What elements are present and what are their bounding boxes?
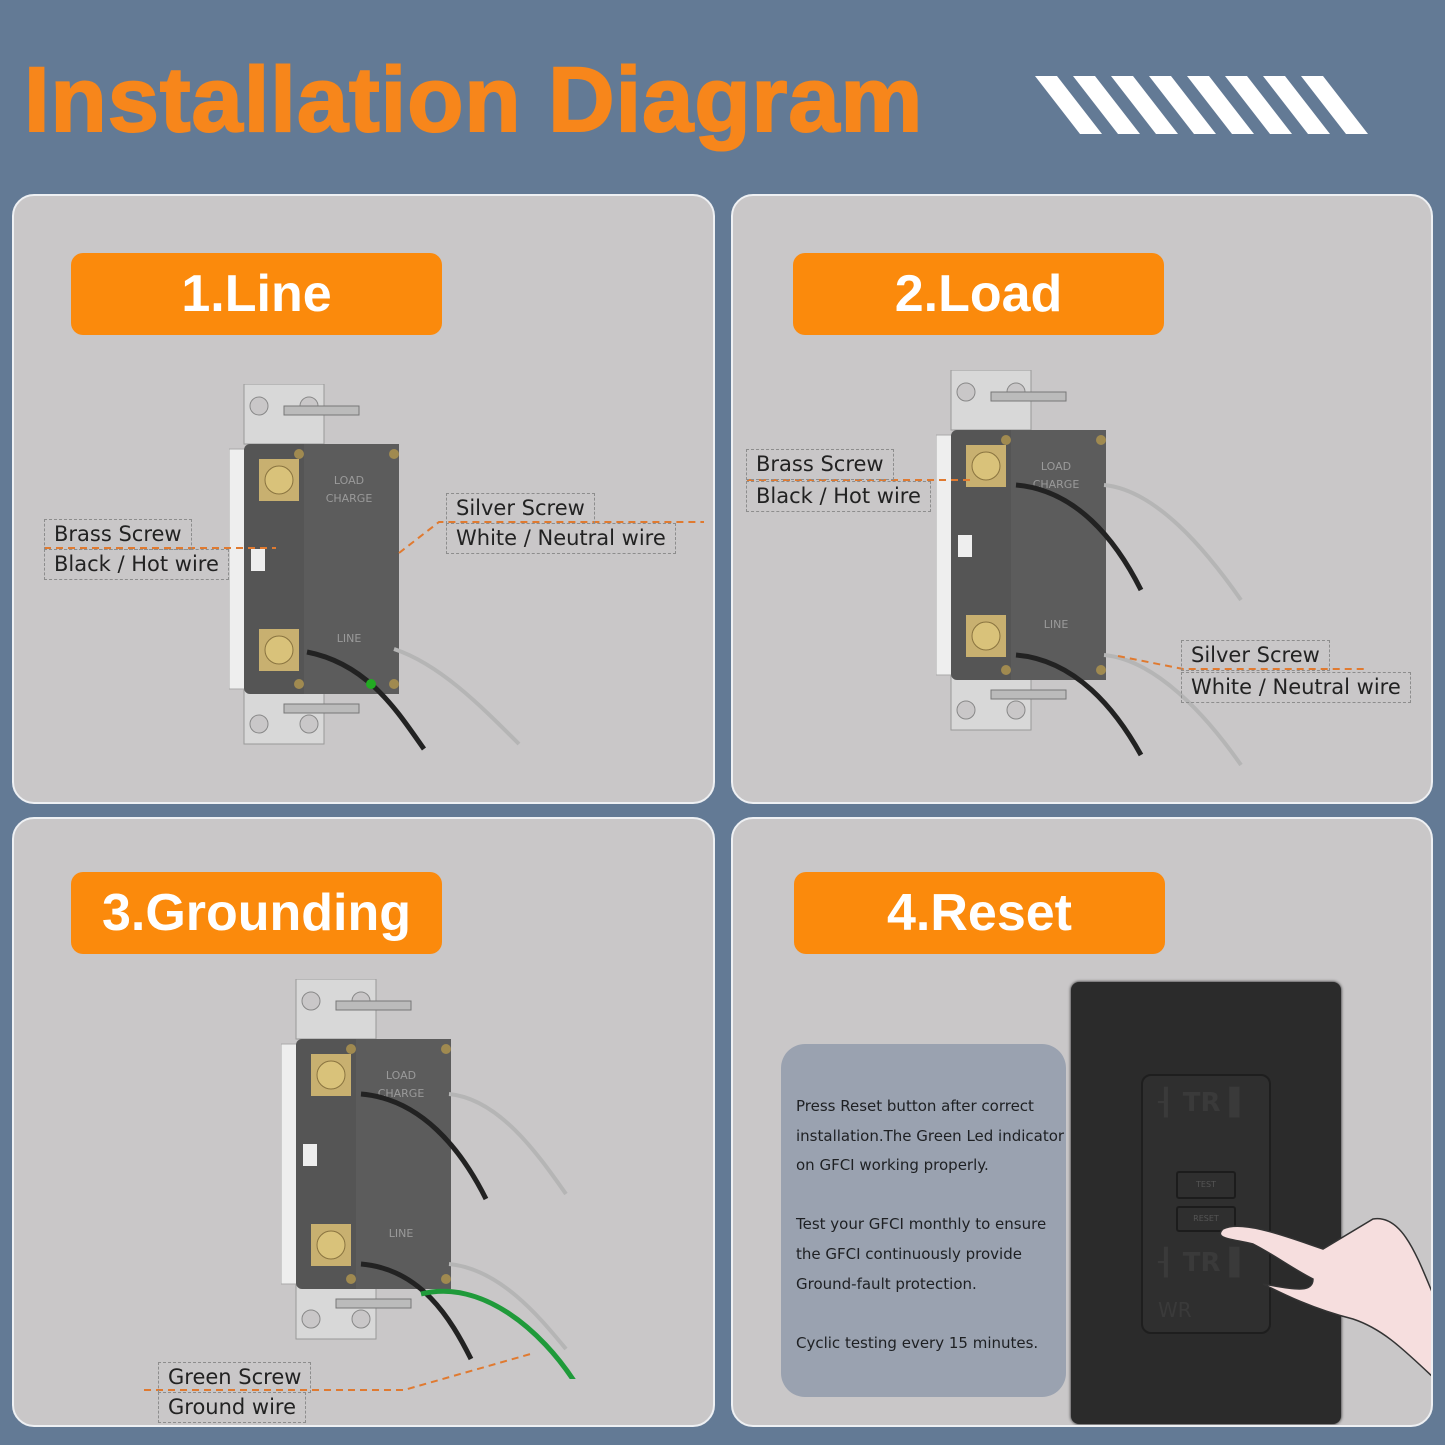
note-reset: Press Reset button after correct install… xyxy=(796,1097,1065,1175)
label-silver-screw: Silver Screw xyxy=(446,493,595,524)
page-title: Installation Diagram xyxy=(23,48,924,152)
label-silver-screw: Silver Screw xyxy=(1181,640,1330,671)
label-neutral-wire: White / Neutral wire xyxy=(1181,672,1411,703)
step-badge: 3.Grounding xyxy=(71,872,442,954)
panel-line: 1.Line LOAD CHARGE LINE Brass Screw Blac… xyxy=(12,194,715,804)
note-cyclic: Cyclic testing every 15 minutes. xyxy=(796,1333,1039,1352)
label-brass-screw: Brass Screw xyxy=(746,449,894,480)
decorative-stripes xyxy=(1035,76,1368,134)
load-marking: LOAD xyxy=(386,1069,416,1082)
gfci-outlet-illustration: LOAD CHARGE LINE xyxy=(229,384,521,751)
leader-lines xyxy=(144,1352,535,1391)
test-button[interactable]: TEST xyxy=(1176,1171,1236,1199)
instructions-note: Press Reset button after correct install… xyxy=(781,1044,1066,1397)
tr-mark: TR xyxy=(1182,1248,1221,1278)
line-marking: LINE xyxy=(1044,618,1069,631)
leader-lines xyxy=(44,521,704,554)
label-hot-wire: Black / Hot wire xyxy=(44,549,229,580)
gfci-receptacle: TEST RESET ┨ TR ▌ ┨ TR ▌ WR xyxy=(1141,1074,1271,1334)
label-green-screw: Green Screw xyxy=(158,1362,312,1393)
step-badge: 2.Load xyxy=(793,253,1164,335)
tr-mark: TR xyxy=(1182,1088,1221,1118)
charge-marking: CHARGE xyxy=(378,1087,425,1100)
leader-lines xyxy=(747,479,1365,670)
label-ground-wire: Ground wire xyxy=(158,1392,307,1423)
panel-reset: 4.Reset TEST RESET ┨ TR ▌ ┨ TR ▌ WR Pres… xyxy=(731,817,1433,1427)
note-test: Test your GFCI monthly to ensure the GFC… xyxy=(796,1215,1047,1293)
wr-mark: WR xyxy=(1158,1298,1192,1322)
line-marking: LINE xyxy=(337,632,362,645)
label-neutral-wire: White / Neutral wire xyxy=(446,523,676,554)
step-badge: 4.Reset xyxy=(794,872,1165,954)
pressing-hand-icon xyxy=(1219,1218,1431,1377)
step-badge: 1.Line xyxy=(71,253,442,335)
reset-button[interactable]: RESET xyxy=(1176,1206,1236,1232)
panel-grounding: 3.Grounding LOAD CHARGE LINE Green Screw… xyxy=(12,817,715,1427)
load-marking: LOAD xyxy=(1041,460,1071,473)
label-hot-wire: Black / Hot wire xyxy=(746,481,931,512)
gfci-wall-plate: TEST RESET ┨ TR ▌ ┨ TR ▌ WR xyxy=(1071,982,1341,1424)
line-marking: LINE xyxy=(389,1227,414,1240)
label-brass-screw: Brass Screw xyxy=(44,519,192,550)
charge-marking: CHARGE xyxy=(326,492,373,505)
gfci-outlet-illustration: LOAD CHARGE LINE xyxy=(281,979,576,1379)
gfci-outlet-illustration: LOAD CHARGE LINE xyxy=(936,370,1243,767)
upper-outlet-slots: ┨ TR ▌ xyxy=(1158,1088,1250,1118)
load-marking: LOAD xyxy=(334,474,364,487)
panel-load: 2.Load LOAD CHARGE LINE Brass Screw Blac… xyxy=(731,194,1433,804)
lower-outlet-slots: ┨ TR ▌ xyxy=(1158,1248,1250,1278)
charge-marking: CHARGE xyxy=(1033,478,1080,491)
